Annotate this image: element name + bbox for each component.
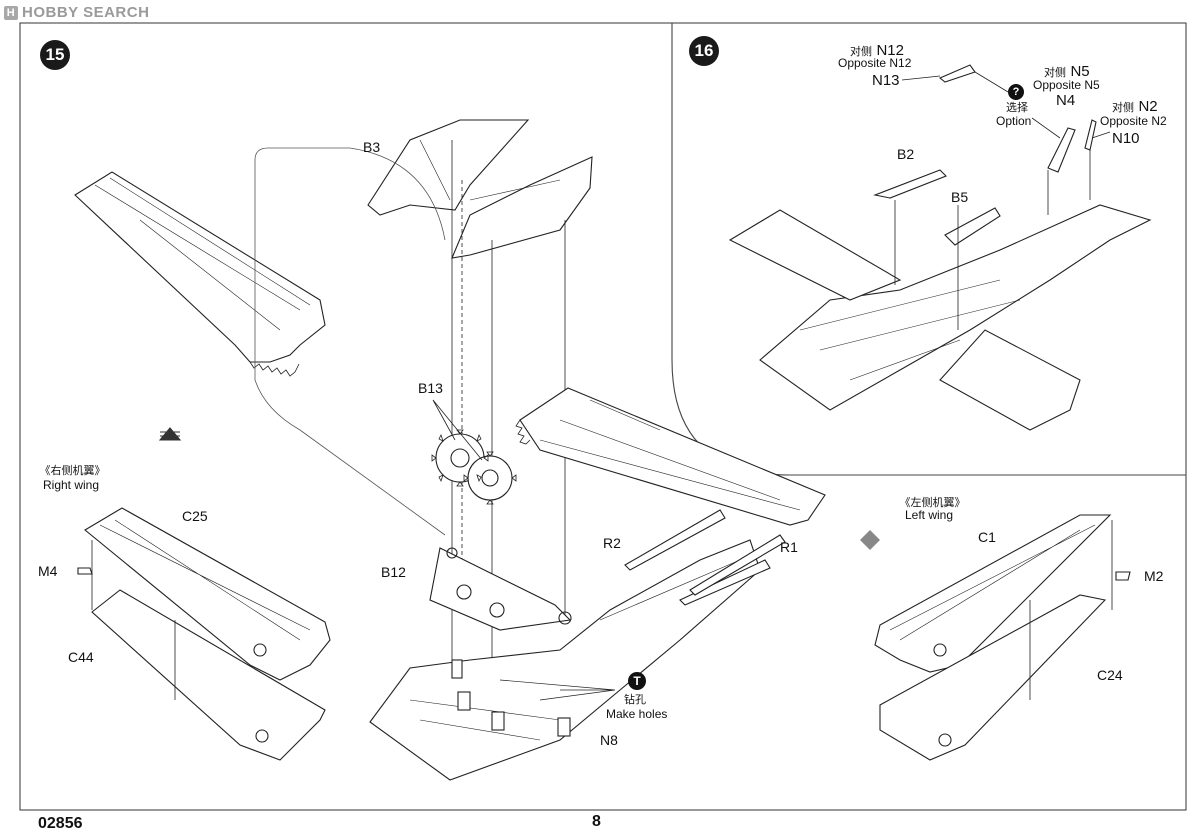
option-icon: ? xyxy=(1008,84,1024,100)
label-r2: R2 xyxy=(603,535,621,551)
left-wing-cn: 《左侧机翼》 xyxy=(899,497,966,509)
make-holes-cn: 钻孔 xyxy=(624,694,646,706)
n5-cn: 对侧 xyxy=(1044,67,1066,79)
label-n13: N13 xyxy=(872,72,900,89)
n12-callout: 对侧 N12 xyxy=(850,42,904,60)
label-c44: C44 xyxy=(68,649,94,665)
left-wing-en: Left wing xyxy=(905,508,954,522)
label-n10: N10 xyxy=(1112,130,1140,147)
label-m2: M2 xyxy=(1144,568,1164,584)
watermark-text: HOBBY SEARCH xyxy=(22,4,150,21)
step-15-badge: 15 xyxy=(40,40,70,70)
label-n2: N2 xyxy=(1138,98,1158,115)
label-b5: B5 xyxy=(951,189,969,205)
product-code: 02856 xyxy=(38,815,83,832)
label-c25: C25 xyxy=(182,508,208,524)
n12-cn: 对侧 xyxy=(850,46,872,58)
label-n12: N12 xyxy=(876,42,904,59)
label-b13: B13 xyxy=(418,380,443,396)
right-wing-cn: 《右侧机翼》 xyxy=(39,465,106,477)
right-wing-en: Right wing xyxy=(43,478,100,492)
label-b2: B2 xyxy=(897,146,915,162)
option-cn: 选择 xyxy=(1006,102,1028,114)
step-16-badge: 16 xyxy=(689,36,719,66)
label-c24: C24 xyxy=(1097,667,1123,683)
label-n8: N8 xyxy=(600,732,618,748)
label-b3: B3 xyxy=(363,139,381,155)
opposite-n5: Opposite N5 xyxy=(1033,78,1100,92)
n2-cn: 对侧 xyxy=(1112,102,1134,114)
opposite-n2: Opposite N2 xyxy=(1100,114,1167,128)
make-holes-icon: T xyxy=(628,672,646,690)
make-holes-en: Make holes xyxy=(606,707,668,721)
label-b12: B12 xyxy=(381,564,406,580)
n2-callout: 对侧 N2 xyxy=(1112,98,1158,116)
label-n4: N4 xyxy=(1056,92,1076,109)
opposite-n12: Opposite N12 xyxy=(838,56,912,70)
n5-callout: 对侧 N5 xyxy=(1044,63,1090,81)
label-m4: M4 xyxy=(38,563,58,579)
label-r1: R1 xyxy=(780,539,798,555)
label-n5: N5 xyxy=(1070,63,1090,80)
watermark-logo: H xyxy=(4,5,18,20)
label-c1: C1 xyxy=(978,529,996,545)
page-number: 8 xyxy=(592,813,601,830)
option-en: Option xyxy=(996,114,1032,128)
watermark: H HOBBY SEARCH xyxy=(4,4,149,21)
